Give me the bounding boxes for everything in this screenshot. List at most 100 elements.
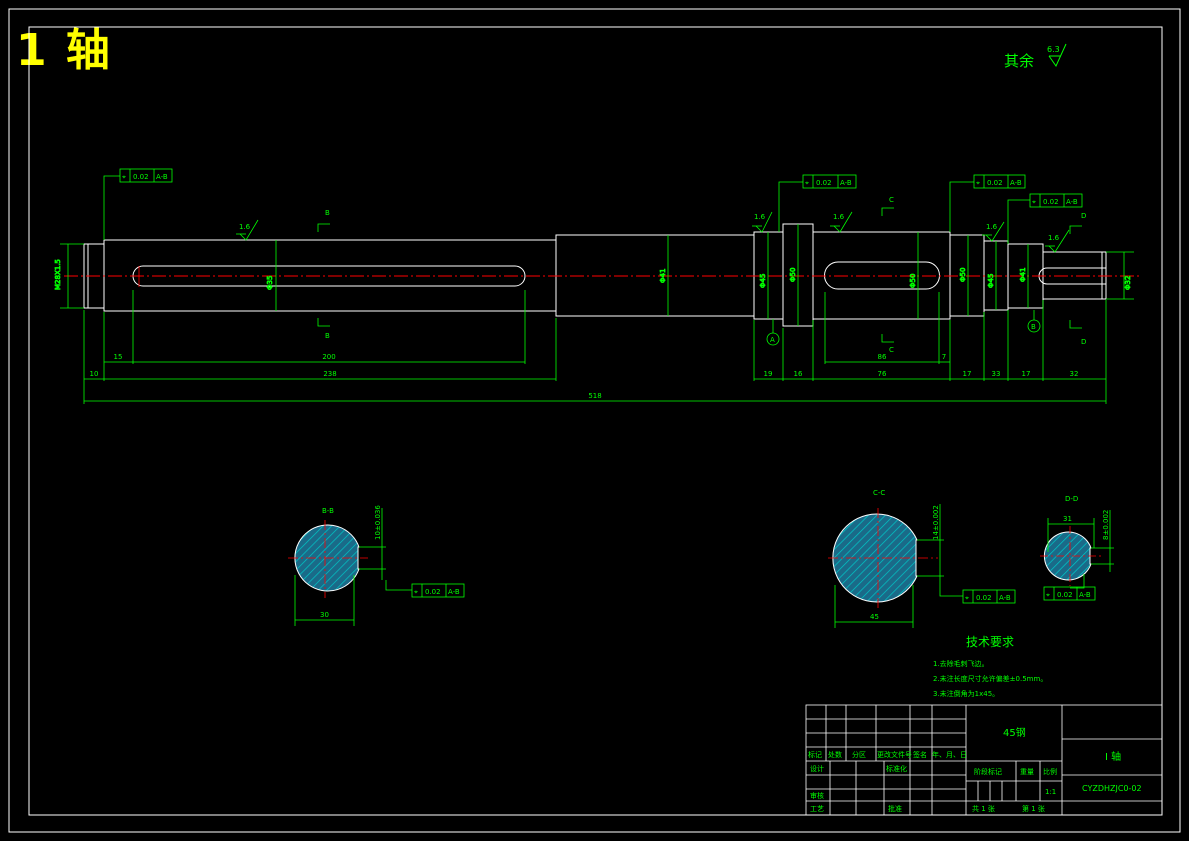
svg-text:A-B: A-B: [1079, 591, 1091, 599]
dim-thread: M28X1.5: [54, 259, 62, 290]
section-dd: D-D 31 8±0.002 ⌖ 0.02 A-B: [1040, 495, 1114, 601]
svg-text:⌖: ⌖: [965, 594, 969, 602]
dim-32: 32: [1070, 370, 1079, 378]
dim-7: 7: [942, 353, 946, 361]
tech-requirements: 技术要求 1.去除毛刺飞边。 2.未注长度尺寸允许偏差±0.5mm。 3.未注倒…: [933, 635, 1047, 698]
roughness-note-value: 6.3: [1047, 45, 1060, 54]
section-bb-tol: 10±0.036: [374, 505, 382, 540]
tb-header-mark: 标记: [808, 750, 822, 759]
dim-200: 200: [322, 353, 335, 361]
roughness-1: 1.6: [239, 223, 251, 231]
section-cc-width: 45: [870, 613, 879, 621]
dim-d-collar: Φ50: [789, 268, 797, 282]
tb-sheet-no: 第 1 张: [1022, 804, 1045, 813]
svg-text:0.02: 0.02: [976, 594, 992, 602]
tech-req-item-3: 3.未注倒角为1x45。: [933, 689, 999, 698]
dim-d-bearing1: Φ45: [759, 274, 767, 288]
tb-drawing-no: CYZDHZJC0-02: [1082, 784, 1142, 793]
roughness-note: 其余 6.3: [1004, 43, 1067, 70]
svg-text:0.02: 0.02: [1057, 591, 1073, 599]
tb-scale-label: 比例: [1043, 767, 1057, 776]
tol-frame-1: ⌖ 0.02 A-B: [103, 168, 173, 240]
dim-15: 15: [114, 353, 123, 361]
svg-text:⌖: ⌖: [122, 173, 126, 181]
roughness-symbols: 1.6 1.6 1.6 1.6 1.6: [236, 211, 1070, 253]
tb-standardize: 标准化: [886, 764, 907, 773]
svg-text:A-B: A-B: [1066, 198, 1078, 206]
svg-text:0.02: 0.02: [1043, 198, 1059, 206]
tech-req-item-1: 1.去除毛刺飞边。: [933, 659, 989, 668]
section-cc-label: C-C: [873, 489, 885, 497]
tb-approve: 批准: [888, 804, 902, 813]
dim-518: 518: [588, 392, 601, 400]
roughness-2: 1.6: [754, 213, 766, 221]
dim-d-bearing2: Φ45: [987, 274, 995, 288]
roughness-note-label: 其余: [1004, 52, 1034, 70]
svg-text:0.02: 0.02: [425, 588, 441, 596]
length-dimensions: 15 200 86 7 10 238 19 16 76 17 33 17 32 …: [83, 290, 1107, 404]
dim-238: 238: [323, 370, 336, 378]
section-bb-width: 30: [320, 611, 329, 619]
dim-d-key2: Φ50: [909, 274, 917, 288]
diameter-dimensions: M28X1.5 Φ35 Φ41 Φ45 Φ50 Φ50 Φ50 Φ45 Φ41 …: [54, 224, 1134, 326]
tb-scale: 1:1: [1045, 788, 1056, 796]
section-cc: C-C 14±0.002 45 ⌖ 0.02 A-B: [828, 489, 1016, 628]
section-cc-tol: 14±0.002: [932, 505, 940, 540]
datum-a: A: [770, 336, 775, 344]
svg-text:A-B: A-B: [999, 594, 1011, 602]
tb-material: 45钢: [1003, 726, 1026, 739]
dim-76: 76: [878, 370, 887, 378]
tb-process: 工艺: [810, 805, 824, 813]
dim-33: 33: [992, 370, 1001, 378]
section-mark-b-top: B: [325, 209, 330, 217]
svg-text:0.02: 0.02: [816, 179, 832, 187]
svg-text:⌖: ⌖: [976, 179, 980, 187]
svg-text:⌖: ⌖: [805, 179, 809, 187]
svg-text:⌖: ⌖: [1032, 198, 1036, 206]
datum-b: B: [1031, 323, 1036, 331]
tol-frame-3: ⌖ 0.02 A-B: [949, 174, 1026, 232]
section-dd-label: D-D: [1065, 495, 1078, 503]
section-dd-tol: 8±0.002: [1102, 510, 1110, 540]
tb-design: 设计: [810, 764, 824, 773]
roughness-3: 1.6: [833, 213, 845, 221]
section-mark-b-bottom: B: [325, 332, 330, 340]
dim-17a: 17: [963, 370, 972, 378]
svg-text:0.02: 0.02: [133, 173, 149, 181]
title-block-text: 45钢 I 轴 CYZDHZJC0-02 标记 处数 分区 更改文件号 签名 年…: [808, 726, 1142, 813]
section-bb-label: B-B: [322, 507, 334, 515]
tech-req-item-2: 2.未注长度尺寸允许偏差±0.5mm。: [933, 674, 1047, 683]
svg-text:A-B: A-B: [840, 179, 852, 187]
dim-17b: 17: [1022, 370, 1031, 378]
tb-part-name: I 轴: [1105, 750, 1121, 763]
roughness-4: 1.6: [986, 223, 998, 231]
svg-text:0.02: 0.02: [987, 179, 1003, 187]
svg-text:A-B: A-B: [1010, 179, 1022, 187]
section-bb: B-B 10±0.036 30 ⌖ 0.02 A-B: [288, 505, 465, 626]
svg-text:A-B: A-B: [448, 588, 460, 596]
tb-header-count: 处数: [828, 750, 842, 759]
tb-weight: 重量: [1020, 768, 1034, 776]
dim-d-right-end: Φ32: [1124, 276, 1132, 290]
tb-header-zone: 分区: [852, 750, 866, 759]
section-mark-d-top: D: [1081, 212, 1086, 220]
tb-header-docno: 更改文件号: [877, 750, 912, 759]
dim-10: 10: [90, 370, 99, 378]
svg-text:⌖: ⌖: [414, 588, 418, 596]
section-mark-c-bottom: C: [889, 346, 894, 354]
dim-16: 16: [794, 370, 803, 378]
inner-frame: [28, 26, 1163, 816]
outer-frame: [8, 8, 1181, 833]
tol-frame-4: ⌖ 0.02 A-B: [1007, 193, 1083, 244]
dim-d-mid: Φ41: [659, 269, 667, 283]
dim-d-key1: Φ35: [266, 276, 274, 290]
tb-header-date: 年、月、日: [932, 750, 967, 759]
sheet-title: 1 轴: [16, 25, 112, 76]
tol-frame-2: ⌖ 0.02 A-B: [778, 174, 857, 232]
tb-sheets: 共 1 张: [972, 804, 995, 813]
tb-stage-mark: 阶段标记: [974, 767, 1002, 776]
dim-d-shoulder2: Φ50: [959, 268, 967, 282]
section-mark-c-top: C: [889, 196, 894, 204]
svg-text:A-B: A-B: [156, 173, 168, 181]
